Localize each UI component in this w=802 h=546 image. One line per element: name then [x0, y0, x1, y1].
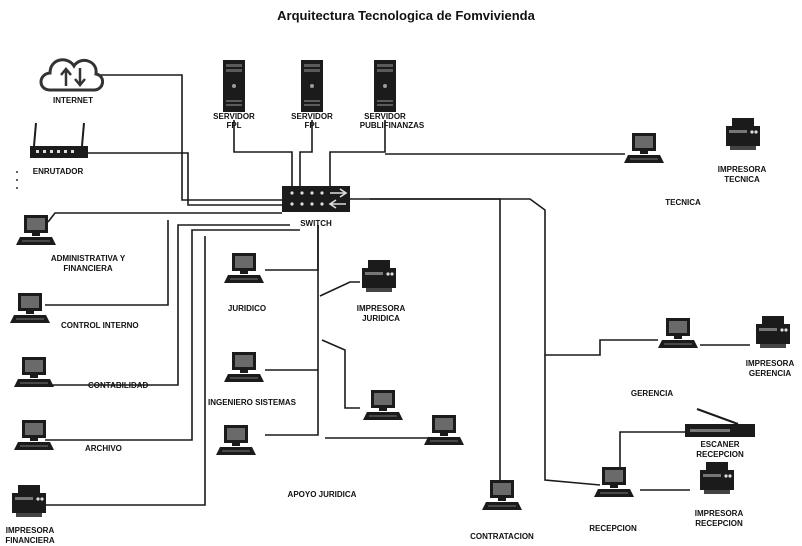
server-fpl-1-label-a: SERVIDOR: [213, 112, 255, 121]
archivo-label: ARCHIVO: [85, 444, 122, 453]
printer-recepcion-label-a: IMPRESORA: [695, 509, 744, 518]
router-label: ENRUTADOR: [33, 167, 84, 176]
control-computer-icon: [9, 292, 51, 324]
printer-recepcion-icon: [700, 462, 734, 494]
printer-gerencia-label-b: GERENCIA: [749, 369, 791, 378]
contratacion-computer-icon: [481, 479, 523, 511]
scanner-label-b: RECEPCION: [696, 450, 744, 459]
server-publifinanzas-label-b: PUBLIFINANZAS: [360, 121, 425, 130]
apoyo-computer-1-icon: [215, 424, 257, 456]
printer-financiera-label-a: IMPRESORA: [6, 526, 55, 535]
server-fpl-2-label-a: SERVIDOR: [291, 112, 333, 121]
printer-gerencia-label-a: IMPRESORA: [746, 359, 795, 368]
internet-label: INTERNET: [53, 96, 93, 105]
scanner-label-a: ESCANER: [700, 440, 739, 449]
tecnica-label: TECNICA: [665, 198, 701, 207]
apoyo-computer-2-icon: [423, 414, 465, 446]
printer-gerencia-icon: [756, 316, 790, 348]
admin-label-a: ADMINISTRATIVA Y: [51, 254, 126, 263]
ingeniero-computer-icon: [223, 351, 265, 383]
apoyo-label: APOYO JURIDICA: [288, 490, 357, 499]
juridico-label: JURIDICO: [228, 304, 266, 313]
printer-juridica-label-a: IMPRESORA: [357, 304, 406, 313]
server-fpl-2-label-b: FPL: [304, 121, 319, 130]
ingeniero-label: INGENIERO SISTEMAS: [208, 398, 297, 407]
juridico-computer-icon: [223, 252, 265, 284]
recepcion-label: RECEPCION: [589, 524, 637, 533]
sistemas-computer-2-icon: [362, 389, 404, 421]
printer-tecnica-icon: [726, 118, 760, 150]
contabilidad-label: CONTABILIDAD: [88, 381, 149, 390]
scanner-icon: [685, 408, 755, 437]
server-publifinanzas-label-a: SERVIDOR: [364, 112, 406, 121]
printer-tecnica-label-a: IMPRESORA: [718, 165, 767, 174]
server-fpl-2-icon: [301, 60, 323, 112]
server-publifinanzas-icon: [374, 60, 396, 112]
printer-tecnica-label-b: TECNICA: [724, 175, 760, 184]
server-fpl-1-icon: [223, 60, 245, 112]
router-icon: [30, 122, 88, 158]
contratacion-label: CONTRATACION: [470, 532, 534, 541]
contabilidad-computer-icon: [13, 356, 55, 388]
server-fpl-1-label-b: FPL: [226, 121, 241, 130]
gerencia-label: GERENCIA: [631, 389, 673, 398]
switch-label: SWITCH: [300, 219, 332, 228]
tecnica-computer-icon: [623, 132, 665, 164]
archivo-computer-icon: [13, 419, 55, 451]
printer-financiera-icon: [12, 485, 46, 517]
diagram-title: Arquitectura Tecnologica de Fomvivienda: [277, 8, 535, 23]
control-label: CONTROL INTERNO: [61, 321, 139, 330]
dots-marker: [16, 171, 18, 189]
printer-juridica-label-b: JURIDICA: [362, 314, 400, 323]
internet-cloud-icon: [39, 58, 104, 92]
connection-lines: [45, 74, 750, 506]
recepcion-computer-icon: [593, 466, 635, 498]
printer-juridica-icon: [362, 260, 396, 292]
printer-recepcion-label-b: RECEPCION: [695, 519, 743, 528]
printer-financiera-label-b: FINANCIERA: [5, 536, 55, 545]
admin-label-b: FINANCIERA: [63, 264, 113, 273]
switch-icon: [282, 186, 350, 212]
gerencia-computer-icon: [657, 317, 699, 349]
